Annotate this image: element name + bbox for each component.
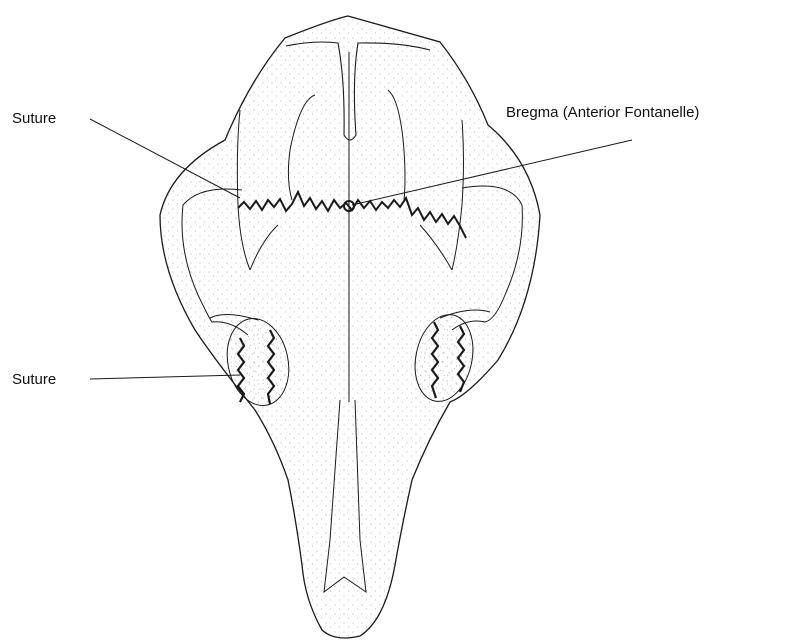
bregma-label: Bregma (Anterior Fontanelle): [506, 104, 699, 121]
skull-outline: [160, 16, 540, 638]
suture-label-top: Suture: [12, 110, 56, 127]
suture-label-bottom: Suture: [12, 371, 56, 388]
leader-suture-bottom: [90, 375, 240, 379]
